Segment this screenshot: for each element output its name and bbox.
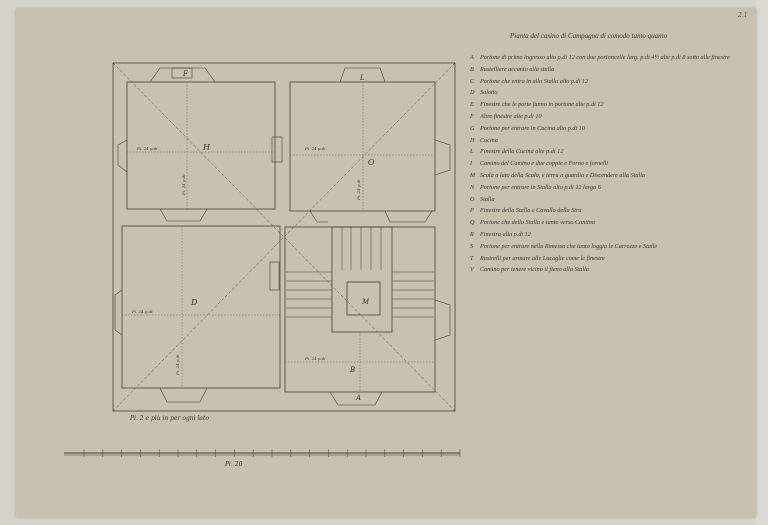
legend-letter: H <box>470 136 475 144</box>
legend-text: Stalla <box>480 195 495 203</box>
legend-text: Finestra alta p.di 12 <box>480 230 531 238</box>
legend-text: Finestre della Cucina alte p.di 12 <box>480 148 564 156</box>
legend-letter: A <box>470 54 474 61</box>
legend-item: M Scala a lato della Scala, e terra a gua… <box>470 170 760 182</box>
label-bottom-right: B <box>349 366 355 374</box>
legend-letter: N <box>470 183 475 191</box>
legend-letter: C <box>470 77 475 85</box>
legend-letter: D <box>470 89 475 97</box>
legend-item: C Portone che entra in alla Stalla alto p… <box>470 76 760 88</box>
legend-item: D Salotto <box>470 87 760 99</box>
room-stable <box>289 81 436 212</box>
legend-letter: O <box>470 195 475 203</box>
label-top-right-window: L <box>359 74 365 82</box>
legend-text: Finestre che le porte fanno in portone a… <box>480 101 604 109</box>
diagonal <box>112 62 456 412</box>
legend-letter: P <box>470 207 474 215</box>
windows <box>114 67 451 406</box>
scale-bar <box>64 449 461 457</box>
legend-item: V Camino per tenere vicino il fieno alla … <box>470 264 760 276</box>
legend-text: Camino per tenere vicino il fieno alla S… <box>480 266 589 274</box>
legend-text: Camino del Camino e due coppie e Forno e… <box>480 160 609 168</box>
legend-text: Portone per entrare nella Rimessa che ta… <box>480 242 658 250</box>
svg-text:Pi. 24 p.di: Pi. 24 p.di <box>136 146 158 151</box>
background <box>756 0 768 525</box>
label-stable: O <box>368 158 375 167</box>
stair-well <box>331 226 393 333</box>
legend-text: Portone per entrare in Stalla alto p.di … <box>480 183 601 191</box>
legend-item: H Cucina <box>470 135 760 147</box>
legend-letter: Q <box>470 219 475 227</box>
legend-text: Portone di primo ingresso alto p.di 12 c… <box>480 54 730 61</box>
legend-text: Portone che entra in alla Stalla alto p.… <box>480 77 589 85</box>
scale-label: Pi. 20 <box>224 461 243 468</box>
legend-letter: S <box>470 242 474 250</box>
legend-item: O Stalla <box>470 194 760 206</box>
paper-sheet <box>16 9 756 517</box>
label-top-window: F <box>182 70 189 78</box>
legend-item: P Finestre della Stalla e Cavallo della S… <box>470 205 760 217</box>
legend-item: E Finestre che le porte fanno in portone … <box>470 99 760 111</box>
stair-core <box>346 281 381 316</box>
legend-item: R Finestra alta p.di 12 <box>470 229 760 241</box>
legend-letter: V <box>470 266 474 274</box>
legend-title: Pianta del casino di Campagna di comodo … <box>510 32 668 40</box>
legend-item: S Portone per entrare nella Rimessa che t… <box>470 241 760 253</box>
dimension-notes: Pi. 24 p.di Pi. 24 p.di Pi. 24 p.di Pi. … <box>131 146 361 376</box>
legend-text: Portone per entrare in Cucina alto p.di … <box>480 124 585 132</box>
room-salon <box>121 225 281 389</box>
legend-text: Finestre della Stalla e Cavallo della St… <box>480 207 582 215</box>
legend-letter: E <box>470 101 474 109</box>
wall-thickness-note: Pi. 2 e più in per ogni lato <box>129 415 209 422</box>
legend-item: A Portone di primo ingresso alto p.di 12 … <box>470 52 760 64</box>
legend-text: Rastelliere accanto alla stalla <box>480 65 555 73</box>
svg-text:Pi. 24 p.di: Pi. 24 p.di <box>356 179 361 201</box>
legend-letter: G <box>470 124 475 132</box>
room-bottom-right <box>284 226 436 393</box>
svg-text:Pi. 24 p.di: Pi. 24 p.di <box>175 354 180 376</box>
outer-wall <box>112 62 456 412</box>
legend-text: Rastrelli per armare alle Lucaglie come … <box>480 254 605 262</box>
legend-item: B Rastelliere accanto alla stalla <box>470 64 760 76</box>
center-lines <box>122 82 435 392</box>
sheet-number: 2.1 <box>738 12 748 19</box>
legend-text: Scala a lato della Scala, e terra a guar… <box>480 171 646 179</box>
stair-steps <box>286 227 434 318</box>
legend-text: Salotto <box>480 89 498 97</box>
room-letters: H O D M A B F L <box>182 70 375 402</box>
legend-item: Q Portone che della Stalla e tanto verso … <box>470 217 760 229</box>
svg-text:Pi. 24 p.di: Pi. 24 p.di <box>304 146 326 151</box>
legend-letter: I <box>470 160 473 168</box>
legend-item: F Altre finestre alte p.di 10 <box>470 111 760 123</box>
svg-text:Pi. 24 p.di: Pi. 24 p.di <box>181 174 186 196</box>
legend-item: T Rastrelli per armare alle Lucaglie come… <box>470 253 760 265</box>
legend-text: Cucina <box>480 136 498 144</box>
svg-text:Pi. 24 p.di: Pi. 24 p.di <box>131 309 153 314</box>
label-stair: M <box>361 298 370 306</box>
legend-letter: T <box>470 254 474 262</box>
legend-text: Portone che della Stalla e tanto verso C… <box>480 219 595 227</box>
legend-item: N Portone per entrare in Stalla alto p.di… <box>470 182 760 194</box>
label-kitchen: H <box>202 143 211 152</box>
legend-letter: M <box>470 171 476 179</box>
room-kitchen <box>126 81 276 210</box>
legend-text: Altre finestre alte p.di 10 <box>480 112 542 120</box>
legend-letter: R <box>470 230 474 238</box>
legend-item: G Portone per entrare in Cucina alto p.di… <box>470 123 760 135</box>
label-salon: D <box>190 298 198 307</box>
diagonal <box>112 62 456 412</box>
legend: Pianta del casino di Campagna di comodo … <box>470 32 760 276</box>
legend-letter: F <box>470 112 474 120</box>
svg-text:Pi. 24 p.di: Pi. 24 p.di <box>304 356 326 361</box>
legend-letter: B <box>470 65 474 73</box>
label-entrance: A <box>355 394 361 402</box>
legend-letter: L <box>470 148 474 156</box>
legend-item: I Camino del Camino e due coppie e Forno … <box>470 158 760 170</box>
legend-item: L Finestre della Cucina alte p.di 12 <box>470 146 760 158</box>
